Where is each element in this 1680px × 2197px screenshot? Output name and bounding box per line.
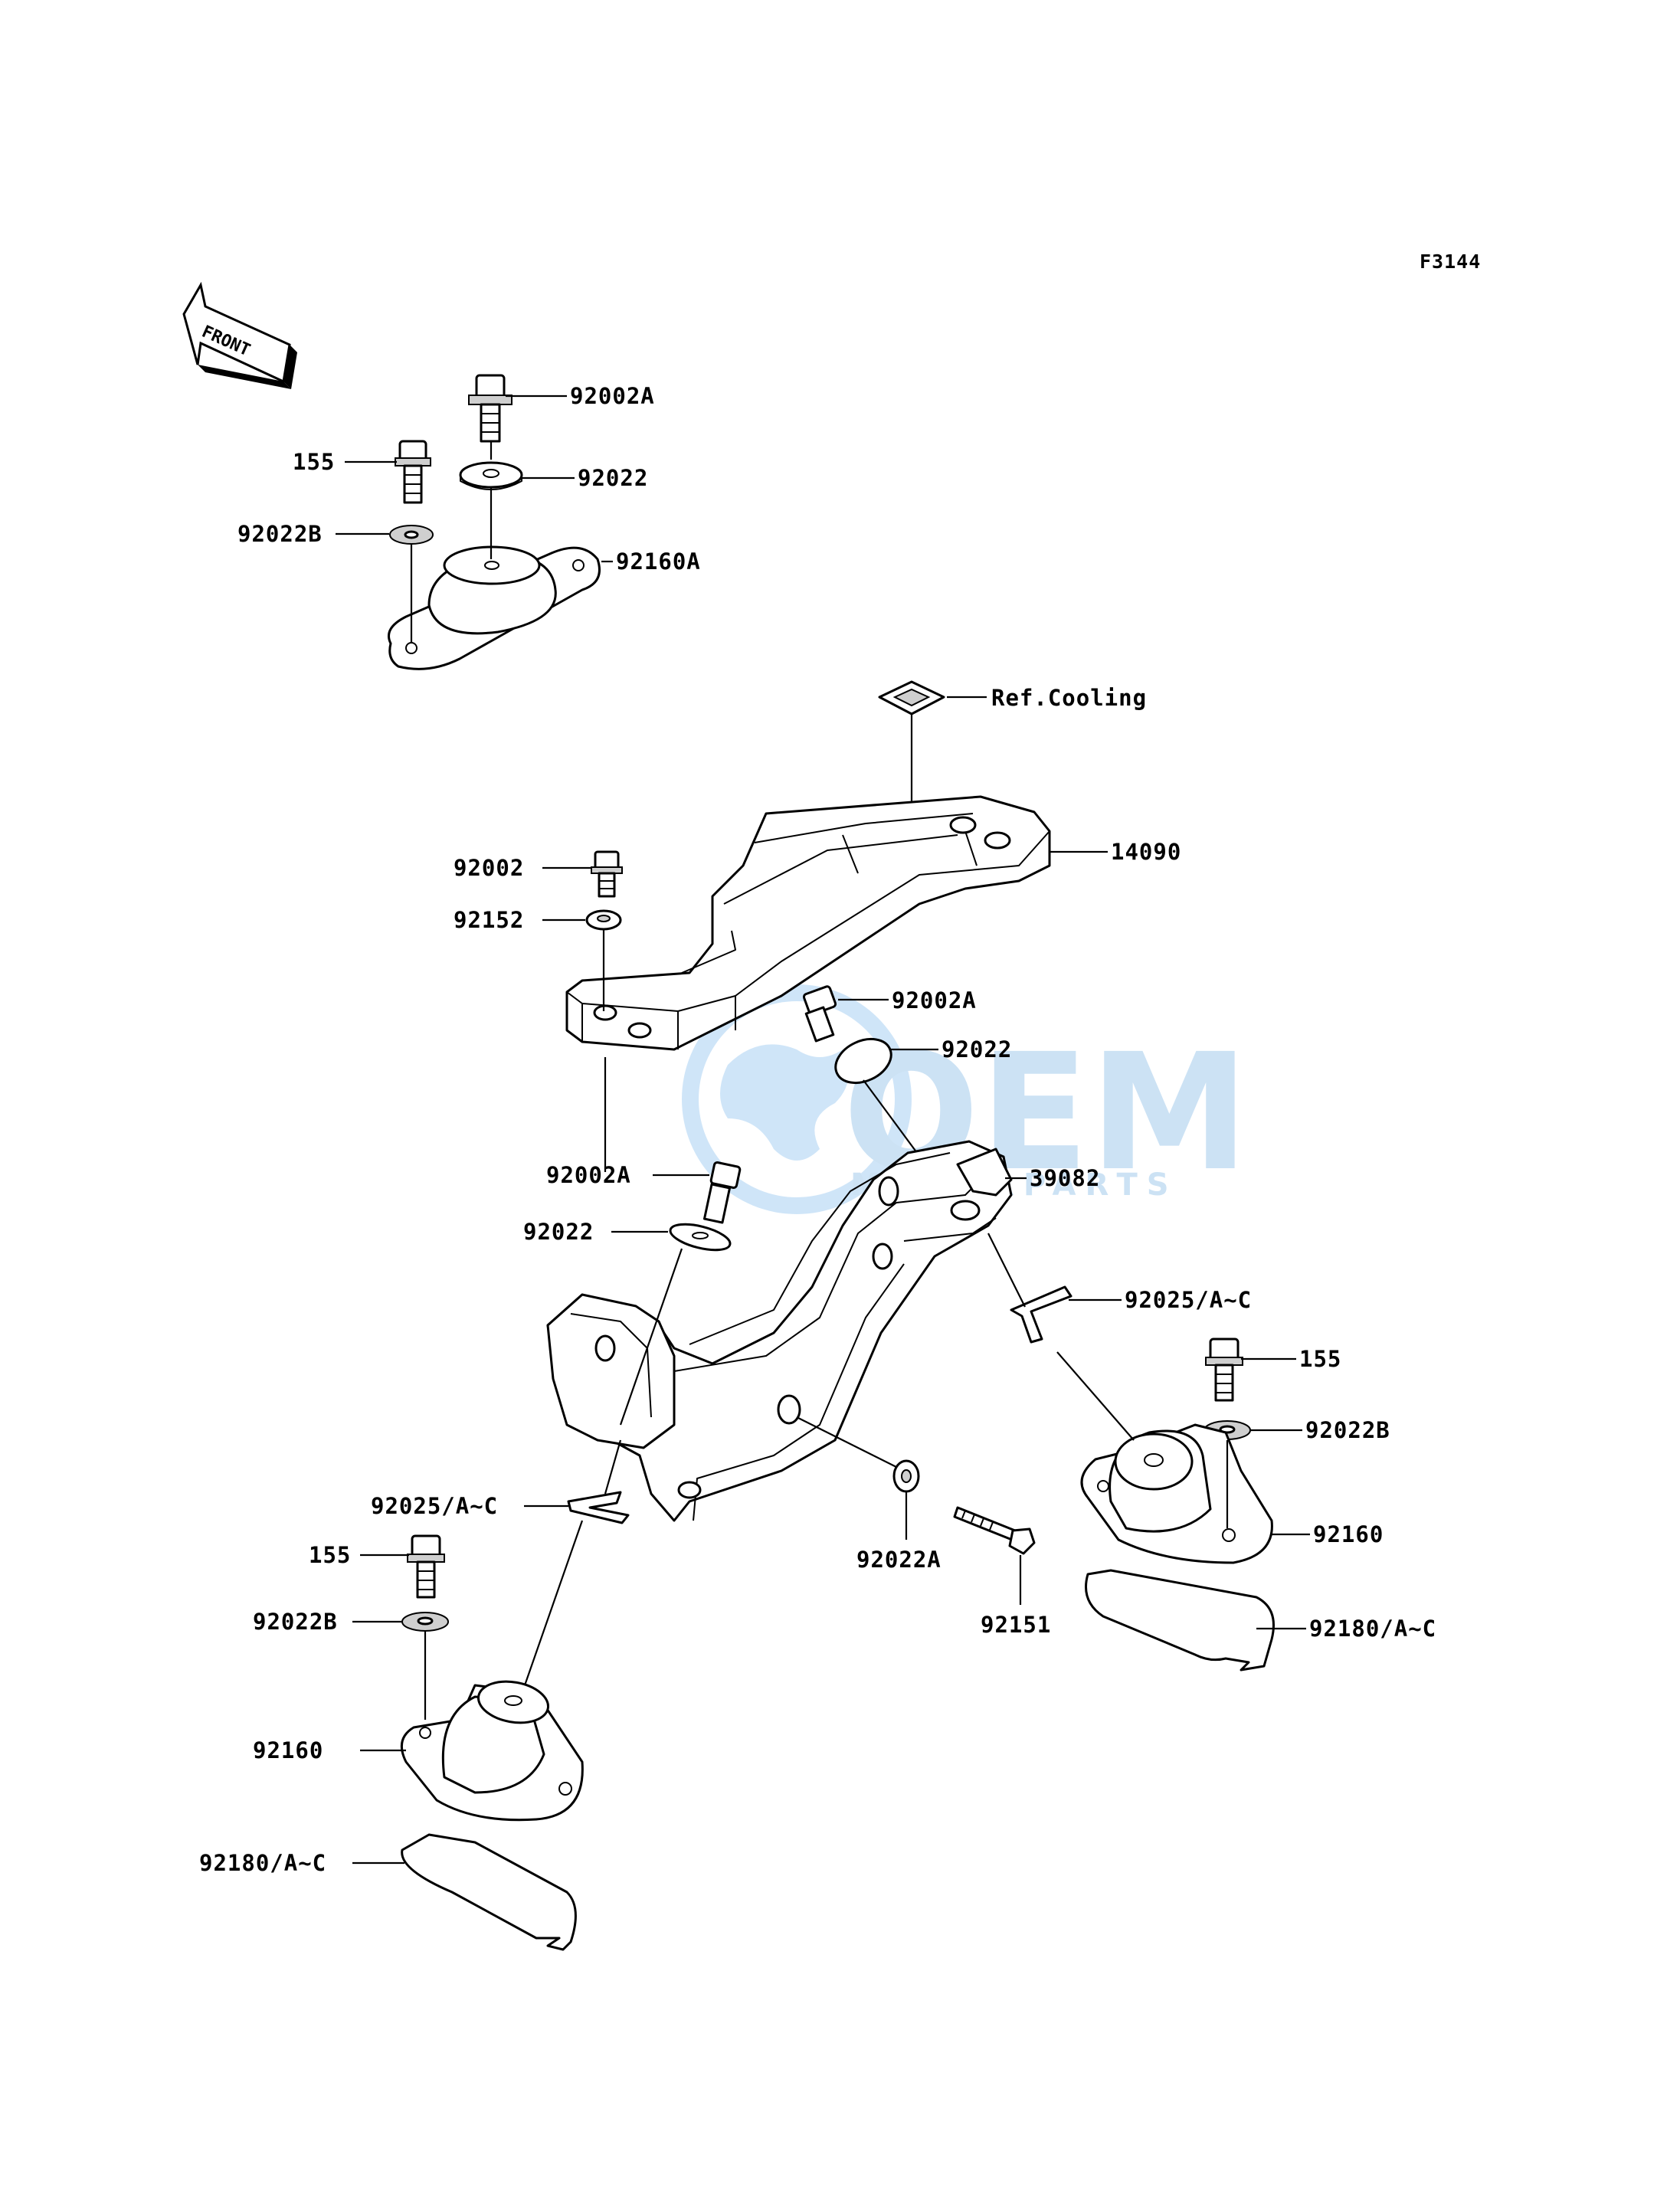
label-ref-cooling: Ref.Cooling [991,685,1147,711]
label-left-92160: 92160 [253,1737,323,1763]
label-top-92022b: 92022B [237,521,323,547]
washer-92022-left [669,1223,732,1252]
label-left-155: 155 [309,1542,351,1568]
label-top-92160a: 92160A [616,548,701,575]
label-left-92022b: 92022B [253,1609,338,1635]
gasket-92180-right [1085,1569,1275,1671]
top-mount-group: 92002A 155 92022 92022B 92160A [237,374,701,670]
bolt-92002a-left [702,1161,742,1224]
bolt-92002a-top [468,374,513,443]
label-92002: 92002 [454,855,524,881]
front-arrow-icon: FRONT [182,281,297,389]
label-92022a: 92022A [856,1547,942,1573]
bolt-92002 [591,850,623,898]
ref-cooling-group: Ref.Cooling [878,680,1147,843]
label-left-92180: 92180/A~C [199,1850,326,1876]
label-left-92022: 92022 [523,1219,594,1245]
gasket-92180-left [401,1833,577,1951]
label-92152: 92152 [454,907,524,933]
washer-92022-top [459,461,523,490]
label-mid-92002a: 92002A [892,987,977,1013]
clip-92025-left [567,1491,630,1524]
bolt-92002a-mid [802,985,837,1043]
label-right-92180: 92180/A~C [1309,1616,1436,1642]
washer-92022a [892,1459,920,1493]
label-left-92002a: 92002A [546,1162,631,1188]
washer-92022-mid [834,1037,892,1085]
label-left-92025: 92025/A~C [371,1493,498,1519]
label-right-155: 155 [1299,1346,1341,1372]
bolt-155-right [1205,1338,1243,1402]
label-top-92022: 92022 [578,465,648,491]
bolt-92151 [953,1506,1036,1555]
label-mid-92022: 92022 [942,1036,1012,1062]
label-right-92025: 92025/A~C [1125,1287,1252,1313]
bolt-155-top [395,440,431,504]
engine-mount-92160-left [400,1680,584,1822]
label-right-92022b: 92022B [1305,1417,1390,1443]
label-39082: 39082 [1030,1165,1100,1191]
engine-mount-92160a [388,545,601,670]
label-92151: 92151 [981,1612,1051,1638]
washer-92152 [585,909,622,931]
figure-code: F3144 [1420,250,1481,273]
engine-mount-92160-right [1080,1423,1273,1564]
clip-92025-right [1010,1285,1073,1344]
watermark-globe-icon [682,984,912,1214]
label-top-92002a: 92002A [570,383,655,409]
label-right-92160: 92160 [1313,1521,1384,1547]
engine-bracket-39082 [546,1140,1013,1522]
label-14090: 14090 [1111,839,1181,865]
bolt-155-left [407,1534,445,1599]
label-top-155: 155 [293,449,335,475]
bracket-14090: 14090 [565,795,1181,1051]
